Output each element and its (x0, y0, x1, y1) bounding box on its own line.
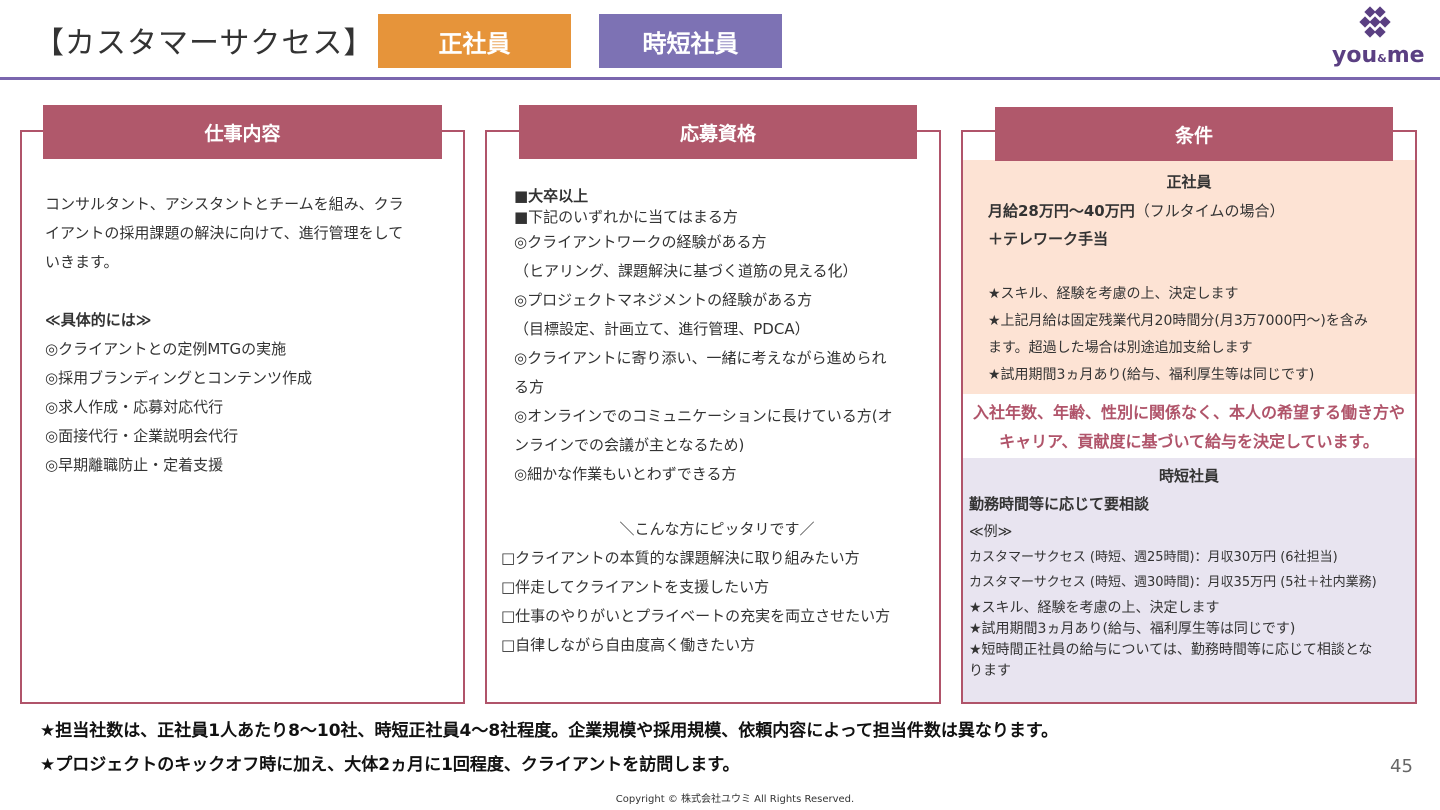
job-item: ◎早期離職防止・定着支援 (45, 456, 224, 474)
fit-item: □クライアントの本質的な課題解決に取り組みたい方 (501, 549, 860, 567)
parttime-notes: ★スキル、経験を考慮の上、決定します ★試用期間3ヵ月あり(給与、福利厚生等は同… (969, 598, 1372, 682)
fit-item: □伴走してクライアントを支援したい方 (501, 578, 770, 596)
salary-policy: 入社年数、年齢、性別に関係なく、本人の希望する働き方や キャリア、貢献度に基づい… (963, 398, 1415, 456)
footer-note-visits: ★プロジェクトのキックオフ時に加え、大体2ヵ月に1回程度、クライアントを訪問しま… (40, 755, 740, 775)
fit-item: □仕事のやりがいとプライベートの充実を両立させたい方 (501, 607, 891, 625)
fulltime-box (963, 160, 1415, 394)
job-line: いきます。 (45, 253, 119, 271)
qual-line: る方 (514, 378, 545, 396)
job-item: ◎クライアントとの定例MTGの実施 (45, 340, 287, 358)
salary-amount: 月給28万円〜40万円 (988, 202, 1135, 220)
pt-note: ります (969, 663, 1011, 679)
pt-example: カスタマーサクセス (時短、週30時間)：月収35万円 (5社＋社内業務) (969, 575, 1377, 590)
parttime-box (963, 458, 1415, 702)
ft-note: ★試用期間3ヵ月あり(給与、福利厚生等は同じです) (988, 367, 1315, 383)
any-requirement: ■下記のいずれかに当てはまる方 (514, 208, 738, 226)
fit-item: □自律しながら自由度高く働きたい方 (501, 636, 756, 654)
qual-line: ◎細かな作業もいとわずできる方 (514, 465, 737, 483)
logo-wordmark: you&me (1332, 43, 1425, 68)
qual-line: ◎クライアントワークの経験がある方 (514, 233, 767, 251)
pt-example: カスタマーサクセス (時短、週25時間)：月収30万円 (6社担当) (969, 550, 1338, 565)
cond-heading: 条件 (995, 107, 1393, 161)
footer-note-clients: ★担当社数は、正社員1人あたり8〜10社、時短正社員4〜8社程度。企業規模や採用… (40, 721, 1059, 741)
job-line: イアントの採用課題の解決に向けて、進行管理をして (45, 224, 404, 242)
pt-note: ★短時間正社員の給与については、勤務時間等に応じて相談とな (969, 642, 1373, 658)
pt-note: ★試用期間3ヵ月あり(給与、福利厚生等は同じです) (969, 621, 1296, 637)
qual-requirements: ■大卒以上 ■下記のいずれかに当てはまる方 ◎クライアントワークの経験がある方 … (514, 186, 893, 489)
copyright: Copyright © 株式会社ユウミ All Rights Reserved. (615, 794, 855, 805)
fulltime-tag: 正社員 (378, 14, 571, 68)
qual-line: （目標設定、計画立て、進行管理、PDCA） (514, 320, 810, 338)
fit-list: □クライアントの本質的な課題解決に取り組みたい方 □伴走してクライアントを支援し… (501, 544, 890, 660)
salary-note: （フルタイムの場合） (1134, 202, 1285, 220)
policy-line: キャリア、貢献度に基づいて給与を決定しています。 (999, 432, 1379, 451)
qual-line: ◎クライアントに寄り添い、一緒に考えながら進められ (514, 349, 887, 367)
qual-heading: 応募資格 (519, 105, 917, 159)
parttime-consult: 勤務時間等に応じて要相談 (969, 495, 1150, 513)
pt-note: ★スキル、経験を考慮の上、決定します (969, 600, 1220, 616)
ft-note: ★上記月給は固定残業代月20時間分(月3万7000円〜)を含み (988, 313, 1368, 329)
ft-note: ★スキル、経験を考慮の上、決定します (988, 286, 1239, 302)
fulltime-salary: 月給28万円〜40万円（フルタイムの場合） (988, 197, 1284, 226)
qual-line: （ヒアリング、課題解決に基づく道筋の見える化） (514, 262, 858, 280)
specific-heading: ≪具体的には≫ (45, 311, 152, 329)
ft-note: ます。超過した場合は別途追加支給します (988, 340, 1253, 356)
job-line: コンサルタント、アシスタントとチームを組み、クラ (45, 195, 404, 213)
policy-line: 入社年数、年齢、性別に関係なく、本人の希望する働き方や (972, 403, 1405, 422)
logo-amp: & (1377, 52, 1387, 65)
logo-icon (1359, 6, 1391, 38)
parttime-examples: カスタマーサクセス (時短、週25時間)：月収30万円 (6社担当) カスタマー… (969, 545, 1377, 595)
qual-line: ◎プロジェクトマネジメントの経験がある方 (514, 291, 813, 309)
page-number: 45 (1390, 756, 1413, 777)
job-heading: 仕事内容 (43, 105, 442, 159)
telework-allowance: ＋テレワーク手当 (988, 230, 1109, 248)
header-rule (0, 77, 1440, 80)
parttime-example-heading: ≪例≫ (969, 524, 1013, 540)
job-item: ◎求人作成・応募対応代行 (45, 398, 224, 416)
fulltime-notes: ★スキル、経験を考慮の上、決定します ★上記月給は固定残業代月20時間分(月3万… (988, 281, 1368, 389)
page-title: 【カスタマーサクセス】 (34, 26, 375, 61)
qual-line: ◎オンラインでのコミュニケーションに長けている方(オ (514, 407, 893, 425)
parttime-tag: 時短社員 (599, 14, 782, 68)
job-description: コンサルタント、アシスタントとチームを組み、クラ イアントの採用課題の解決に向け… (45, 190, 404, 480)
qual-line: ンラインでの会議が主となるため) (514, 436, 745, 454)
fulltime-label: 正社員 (1166, 173, 1212, 191)
logo-me: me (1386, 43, 1425, 68)
parttime-label: 時短社員 (1158, 467, 1219, 485)
job-item: ◎面接代行・企業説明会代行 (45, 427, 239, 445)
degree-requirement: ■大卒以上 (514, 187, 589, 205)
fit-heading: ＼こんな方にピッタリです／ (619, 520, 815, 538)
job-item: ◎採用ブランディングとコンテンツ作成 (45, 369, 313, 387)
logo-you: you (1332, 43, 1378, 68)
